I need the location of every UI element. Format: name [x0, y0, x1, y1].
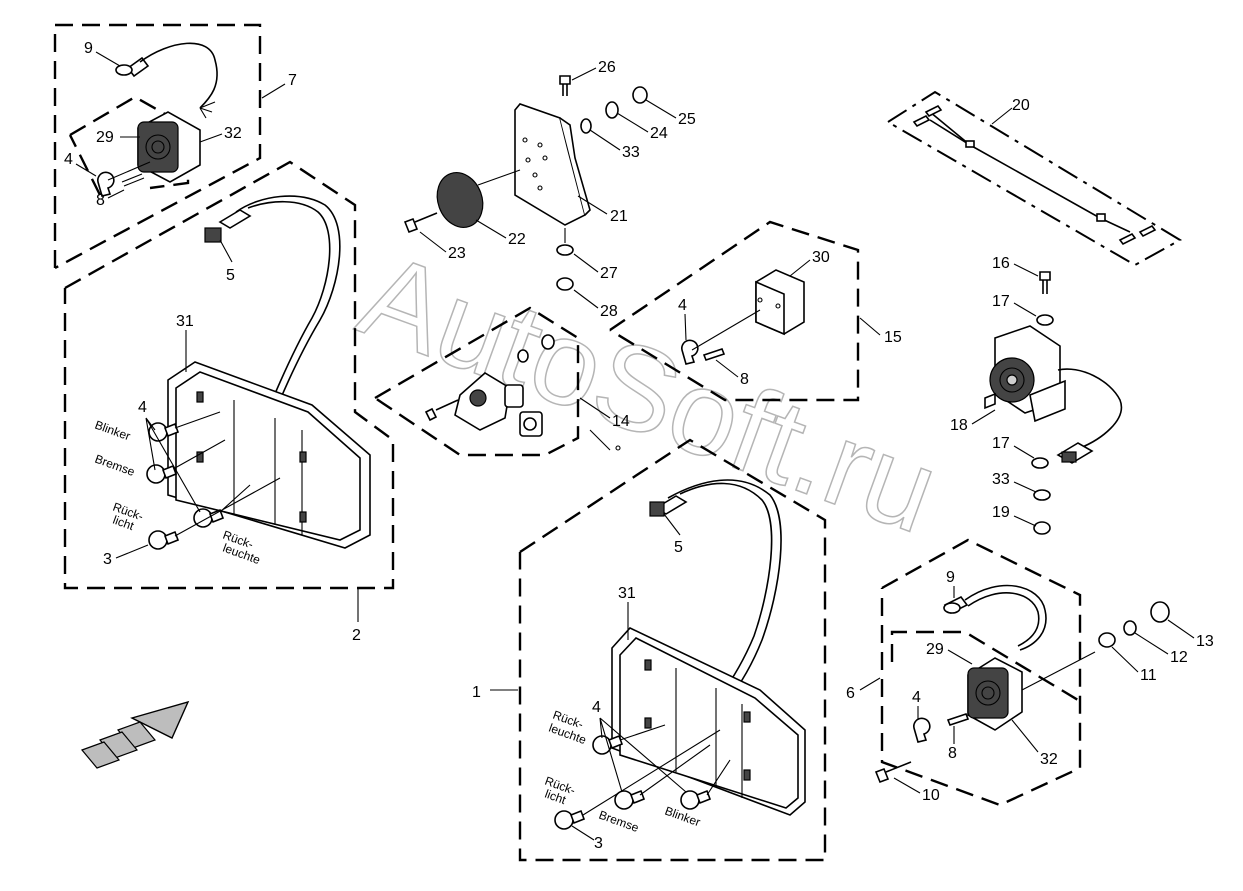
watermark: AutoSoft.ru — [344, 227, 954, 558]
callout-26: 26 — [598, 59, 616, 76]
assembly-14 — [374, 306, 621, 457]
callout-14: 14 — [612, 413, 630, 430]
callout-24: 24 — [650, 125, 668, 142]
callout-4: 4 — [592, 699, 601, 716]
callout-11: 11 — [1140, 667, 1157, 684]
callout-23: 23 — [448, 245, 466, 262]
label-blinker: Blinker — [663, 804, 702, 830]
callout-27: 27 — [600, 265, 618, 282]
callout-25: 25 — [678, 111, 696, 128]
callout-4: 4 — [64, 151, 73, 168]
callout-30: 30 — [812, 249, 830, 266]
callout-33: 33 — [622, 144, 640, 161]
callout-19: 19 — [992, 504, 1010, 521]
callout-3: 3 — [594, 835, 603, 852]
callout-21: 21 — [610, 208, 628, 225]
assembly-15 — [609, 220, 860, 402]
callout-10: 10 — [922, 787, 940, 804]
callout-1: 1 — [472, 684, 481, 701]
callout-32: 32 — [224, 125, 242, 142]
callout-32: 32 — [1040, 751, 1058, 768]
callout-20: 20 — [1012, 97, 1030, 114]
assembly-7 — [53, 23, 262, 270]
callout-31: 31 — [618, 585, 636, 602]
callout-22: 22 — [508, 231, 526, 248]
callout-3: 3 — [103, 551, 112, 568]
callout-4: 4 — [138, 399, 147, 416]
label-bremse: Bremse — [597, 808, 641, 835]
callout-5: 5 — [674, 539, 683, 556]
callout-7: 7 — [288, 72, 297, 89]
callout-4: 4 — [678, 297, 687, 314]
reflector-bracket — [403, 75, 648, 291]
label-blinker: Blinker — [93, 418, 132, 444]
callout-12: 12 — [1170, 649, 1188, 666]
callout-9: 9 — [946, 569, 955, 586]
assembly-20 — [887, 90, 1182, 267]
callout-5: 5 — [226, 267, 235, 284]
callout-29: 29 — [96, 129, 114, 146]
callout-8: 8 — [948, 745, 957, 762]
callout-4: 4 — [912, 689, 921, 706]
assembly-6 — [874, 538, 1170, 807]
callout-8: 8 — [740, 371, 749, 388]
callout-31: 31 — [176, 313, 194, 330]
callout-13: 13 — [1196, 633, 1214, 650]
buzzer-assembly — [984, 271, 1123, 535]
assembly-1 — [518, 438, 827, 862]
callout-8: 8 — [96, 192, 105, 209]
label-bremse: Bremse — [93, 452, 137, 479]
callout-18: 18 — [950, 417, 968, 434]
callout-17: 17 — [992, 435, 1010, 452]
callout-29: 29 — [926, 641, 944, 658]
callout-33: 33 — [992, 471, 1010, 488]
callout-15: 15 — [884, 329, 902, 346]
callout-9: 9 — [84, 40, 93, 57]
callout-16: 16 — [992, 255, 1010, 272]
callout-17: 17 — [992, 293, 1010, 310]
callout-28: 28 — [600, 303, 618, 320]
assembly-2 — [63, 160, 395, 590]
callout-6: 6 — [846, 685, 855, 702]
callout-2: 2 — [352, 627, 361, 644]
direction-arrow-icon — [80, 700, 190, 769]
